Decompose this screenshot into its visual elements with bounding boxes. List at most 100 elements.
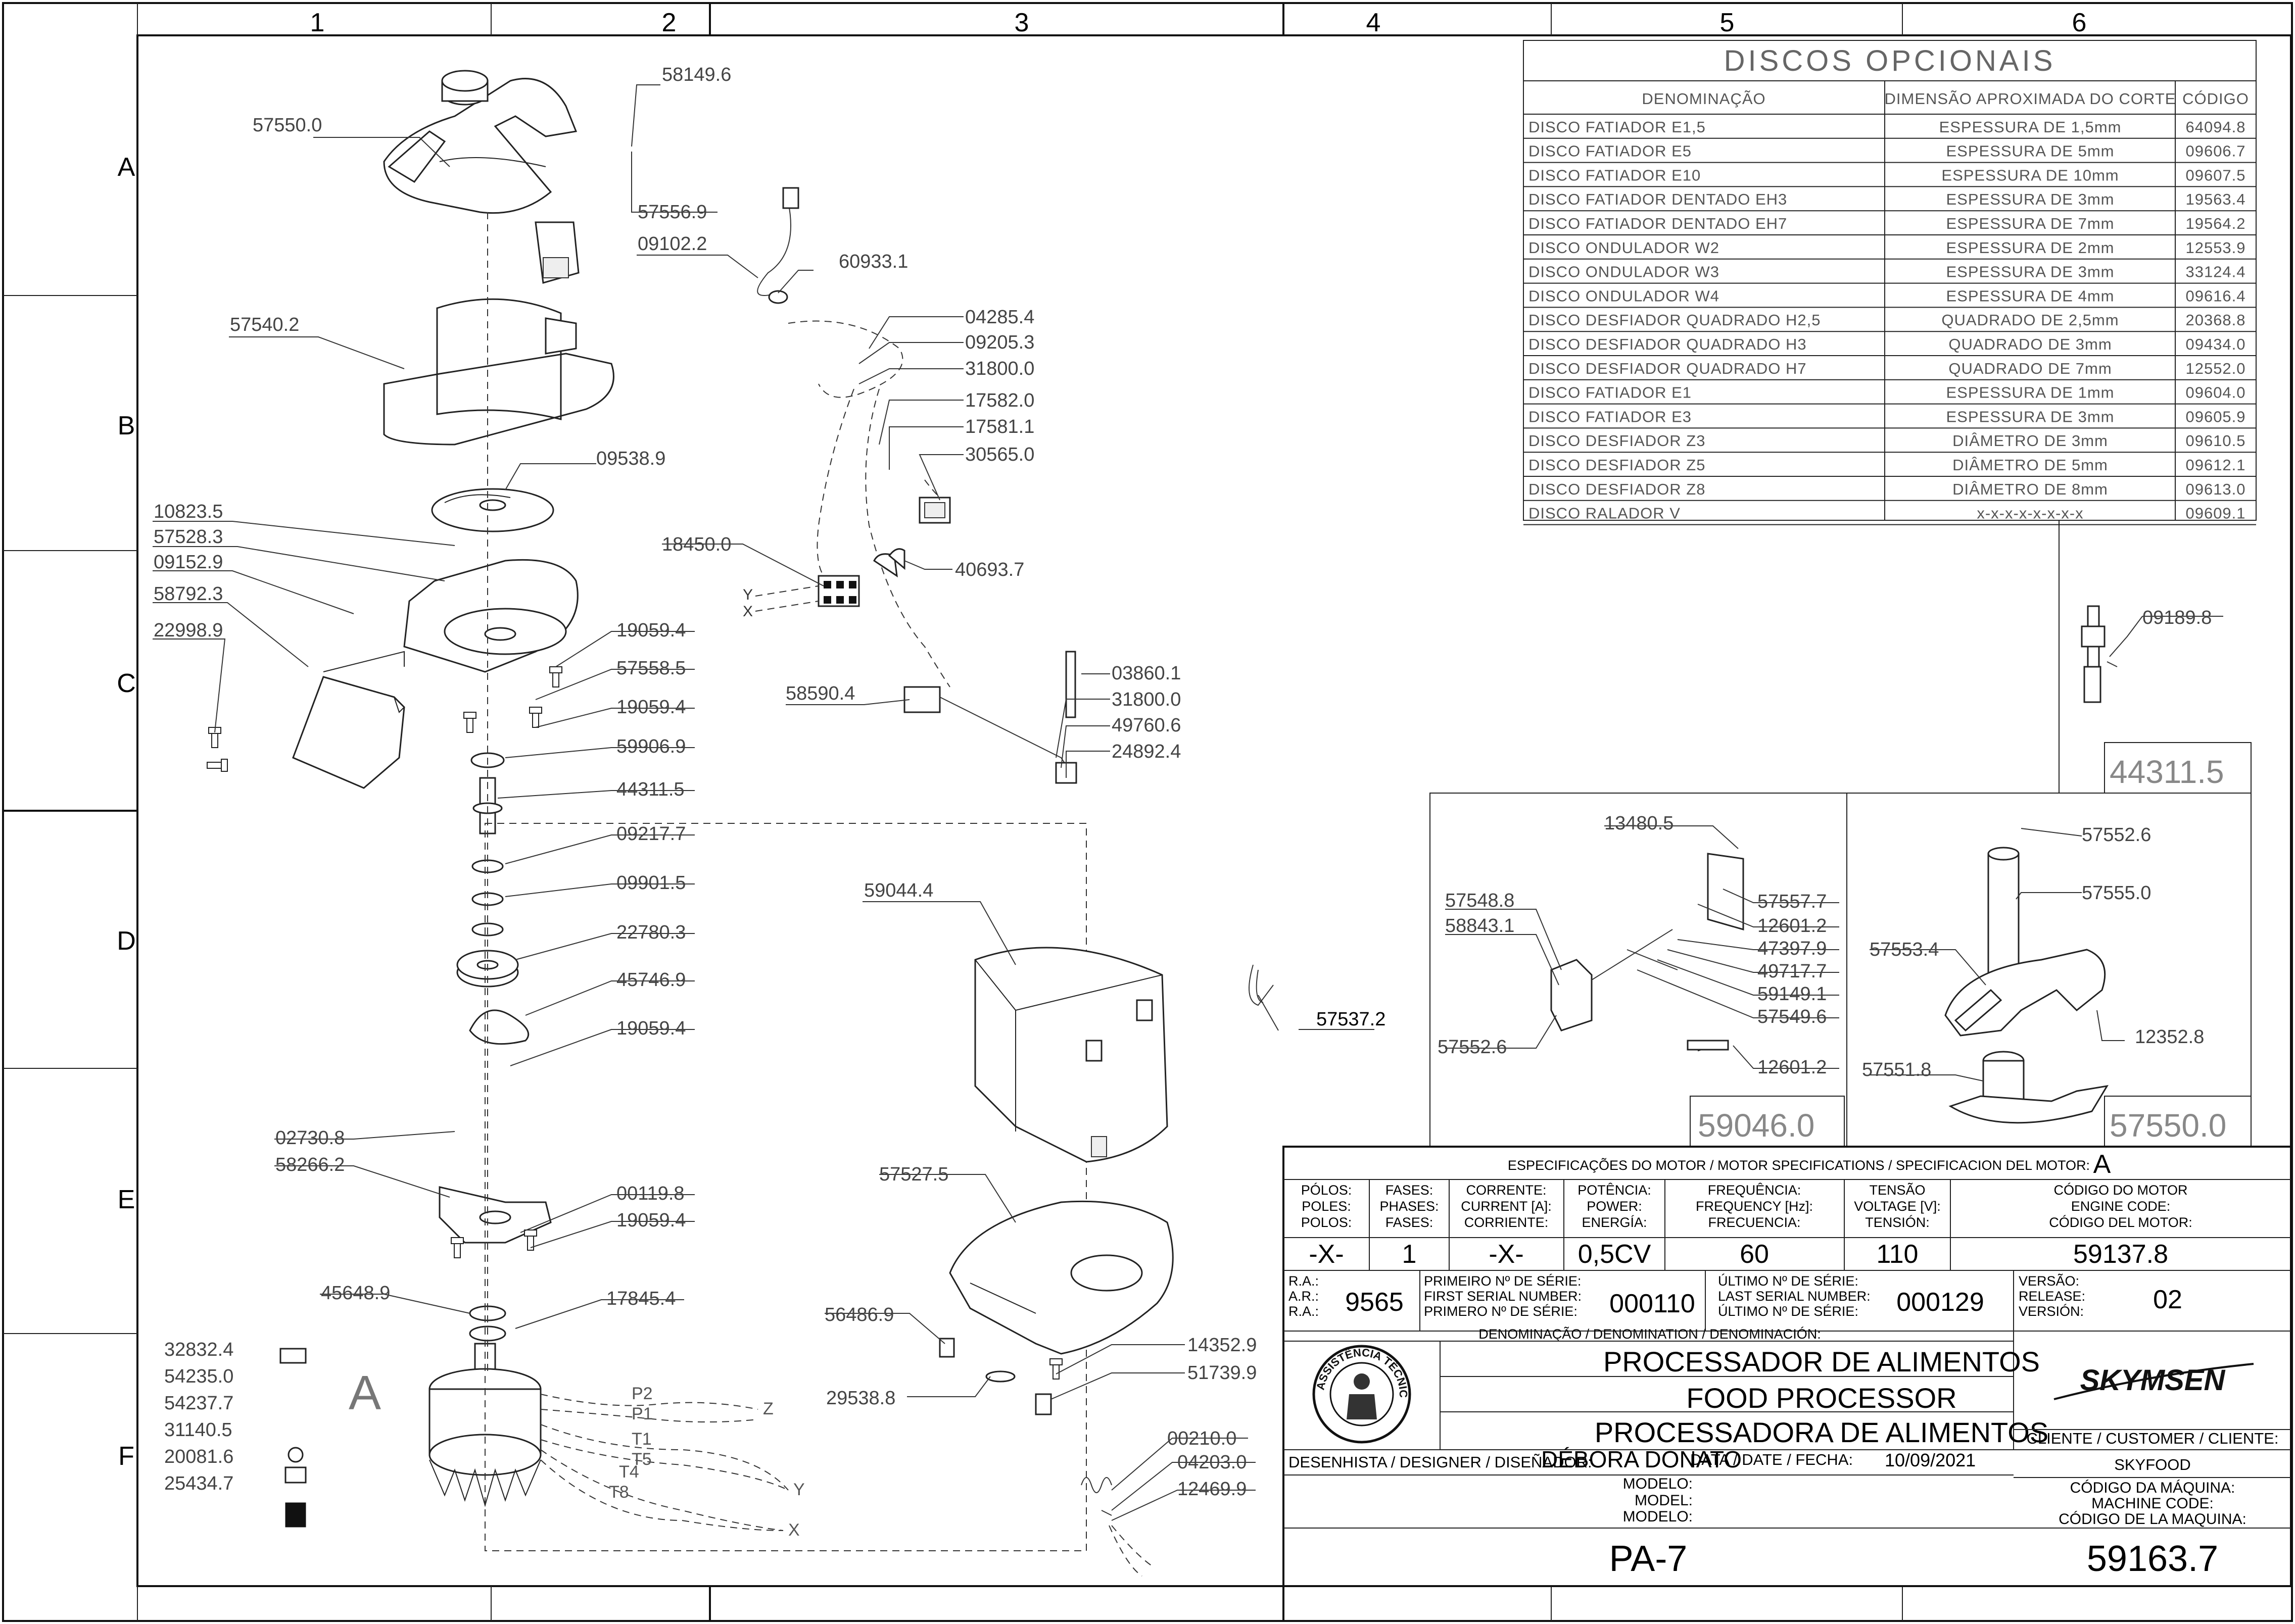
motor-spec-header: FREQUENCY [Hz]: bbox=[1696, 1199, 1813, 1214]
motor-spec-header: TENSÃO bbox=[1869, 1182, 1925, 1198]
callout-labels: 57550.0 58149.6 57556.9 09102.2 57540.2 … bbox=[153, 64, 1385, 1521]
part-callout: 04285.4 bbox=[965, 307, 1034, 328]
motor-spec-header: FASES: bbox=[1385, 1215, 1433, 1230]
part-callout: 18450.0 bbox=[662, 534, 731, 555]
part-callout: 19059.4 bbox=[616, 697, 686, 718]
discs-cell: DISCO DESFIADOR Z3 bbox=[1528, 432, 1705, 450]
discs-cell: DISCO FATIADOR E1,5 bbox=[1528, 118, 1706, 136]
denomination-en: FOOD PROCESSOR bbox=[1686, 1382, 1956, 1414]
part-callout: 10823.5 bbox=[154, 501, 223, 522]
part-callout: 57549.6 bbox=[1757, 1006, 1827, 1027]
part-callout: 45648.9 bbox=[321, 1283, 390, 1304]
discs-cell: 20368.8 bbox=[2185, 311, 2245, 329]
discs-cell: 09616.4 bbox=[2185, 287, 2245, 305]
machine-code-label: MACHINE CODE: bbox=[2091, 1495, 2214, 1512]
discs-header: DIMENSÃO APROXIMADA DO CORTE bbox=[1885, 90, 2176, 108]
part-callout: 60933.1 bbox=[839, 251, 908, 272]
decal-icon bbox=[279, 1348, 307, 1364]
part-callout: 25434.7 bbox=[164, 1473, 233, 1494]
part-callout: 09102.2 bbox=[638, 233, 707, 255]
part-callout: 45746.9 bbox=[616, 969, 686, 991]
discs-cell: 09612.1 bbox=[2185, 456, 2245, 474]
discs-cell: ESPESSURA DE 3mm bbox=[1946, 263, 2115, 281]
date-value: 10/09/2021 bbox=[1885, 1450, 1976, 1470]
line-label-x: X bbox=[743, 603, 753, 620]
last-serial-label: ÚLTIMO Nº DE SÉRIE: bbox=[1718, 1273, 1858, 1289]
column-label: 1 bbox=[310, 8, 325, 37]
part-callout: 57548.8 bbox=[1445, 890, 1514, 911]
part-callout: 58149.6 bbox=[662, 64, 731, 85]
part-callout: 57552.6 bbox=[1438, 1037, 1507, 1058]
motor-spec-header: PÓLOS: bbox=[1301, 1182, 1352, 1198]
part-callout: 57558.5 bbox=[616, 658, 686, 679]
ground-icon bbox=[288, 1447, 304, 1463]
discs-cell: DISCO DESFIADOR Z5 bbox=[1528, 456, 1705, 474]
detail-box-label: 57550.0 bbox=[2110, 1107, 2226, 1144]
side-panel-part bbox=[292, 676, 405, 789]
part-callout: 04203.0 bbox=[1177, 1452, 1247, 1473]
discs-cell: ESPESSURA DE 5mm bbox=[1946, 142, 2115, 160]
motor-spec-value: 59137.8 bbox=[2073, 1240, 2168, 1269]
part-callout: 56486.9 bbox=[825, 1304, 894, 1325]
part-callout: 09152.9 bbox=[154, 552, 223, 573]
column-label: 5 bbox=[1720, 8, 1735, 37]
first-serial-label: PRIMERO Nº DE SÉRIE: bbox=[1424, 1304, 1577, 1319]
motor-spec-header: FRECUENCIA: bbox=[1708, 1215, 1800, 1230]
discs-cell: DISCO DESFIADOR QUADRADO H3 bbox=[1528, 335, 1807, 353]
electrical-harness: Y X bbox=[743, 187, 1153, 1577]
part-callout: 20081.6 bbox=[164, 1446, 233, 1467]
part-callout: 58590.4 bbox=[786, 683, 855, 704]
discs-cell: DISCO FATIADOR DENTADO EH7 bbox=[1528, 215, 1787, 232]
motor-spec-value: -X- bbox=[1309, 1240, 1344, 1269]
wire-label-z: Z bbox=[763, 1399, 774, 1418]
ra-label: R.A.: bbox=[1288, 1273, 1319, 1289]
part-callout: 13480.5 bbox=[1604, 813, 1674, 834]
ra-label: A.R.: bbox=[1288, 1289, 1319, 1304]
row-label: B bbox=[118, 411, 135, 440]
row-label: F bbox=[118, 1442, 134, 1471]
detail-box-label: 44311.5 bbox=[2110, 754, 2224, 790]
motor-spec-value: 1 bbox=[1402, 1240, 1417, 1269]
part-callout: 58843.1 bbox=[1445, 915, 1514, 937]
denomination-header: DENOMINAÇÃO / DENOMINATION / DENOMINACIÓ… bbox=[1478, 1326, 1821, 1342]
motor-spec-header: CURRENT [A]: bbox=[1461, 1199, 1552, 1214]
wire-label-p1: P1 bbox=[632, 1404, 653, 1423]
machine-code-label: CÓDIGO DA MÁQUINA: bbox=[2070, 1480, 2235, 1496]
part-callout: 57527.5 bbox=[879, 1164, 948, 1185]
discs-cell: QUADRADO DE 2,5mm bbox=[1941, 311, 2119, 329]
chute-part bbox=[383, 298, 614, 446]
discs-cell: DISCO RALADOR V bbox=[1528, 505, 1681, 522]
switch-block-part bbox=[535, 221, 580, 284]
belt-part bbox=[469, 1009, 530, 1045]
motor-spec-value: 60 bbox=[1740, 1240, 1769, 1269]
part-callout: 12601.2 bbox=[1757, 1057, 1827, 1078]
discs-cell: DIÂMETRO DE 3mm bbox=[1952, 432, 2108, 450]
row-label: D bbox=[117, 926, 136, 956]
part-callout: 30565.0 bbox=[965, 444, 1034, 465]
part-callout: 57550.0 bbox=[253, 115, 322, 136]
model-label: MODEL: bbox=[1635, 1492, 1693, 1509]
designer-label: DESENHISTA / DESIGNER / DISEÑADOR: bbox=[1288, 1453, 1592, 1471]
motor-spec-header: POTÊNCIA: bbox=[1577, 1182, 1651, 1198]
part-callout: 59906.9 bbox=[616, 736, 686, 757]
discs-cell: DIÂMETRO DE 8mm bbox=[1952, 480, 2108, 498]
discs-cell: 09613.0 bbox=[2185, 480, 2245, 498]
motor-mark-label: A bbox=[349, 1366, 381, 1420]
last-serial-label: LAST SERIAL NUMBER: bbox=[1718, 1289, 1871, 1304]
part-callout: 57555.0 bbox=[2082, 882, 2151, 904]
part-callout: 29538.8 bbox=[826, 1388, 895, 1409]
part-callout: 09189.8 bbox=[2142, 607, 2212, 628]
discs-cell: DISCO DESFIADOR QUADRADO H7 bbox=[1528, 360, 1807, 377]
part-callout: 49760.6 bbox=[1112, 715, 1181, 736]
part-callout: 57540.2 bbox=[230, 314, 299, 335]
part-callout: 31800.0 bbox=[1112, 689, 1181, 710]
part-callout: 57551.8 bbox=[1862, 1059, 1931, 1080]
machine-code-value: 59163.7 bbox=[2087, 1539, 2218, 1579]
client-label: CLIENTE / CUSTOMER / CLIENTE: bbox=[2027, 1430, 2279, 1447]
part-callout: 19059.4 bbox=[616, 620, 686, 641]
discs-cell: ESPESSURA DE 7mm bbox=[1946, 215, 2115, 232]
part-callout: 09217.7 bbox=[616, 823, 686, 845]
version-value: 02 bbox=[2153, 1285, 2182, 1314]
row-label: C bbox=[117, 669, 136, 698]
part-callout: 57528.3 bbox=[154, 526, 223, 548]
